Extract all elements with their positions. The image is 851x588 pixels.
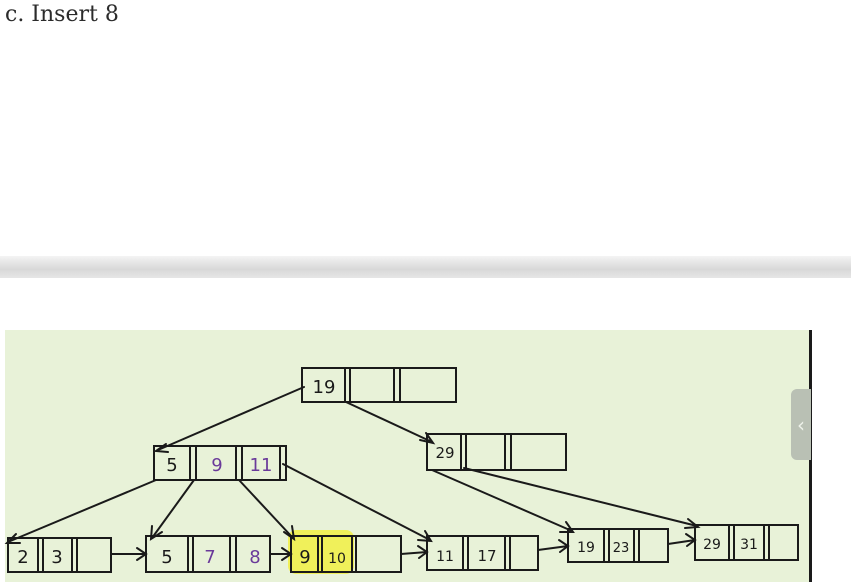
internal-key: 29 — [435, 444, 454, 462]
leaf-key: 31 — [740, 537, 758, 553]
leaf-key-new: 7 — [204, 547, 215, 568]
leaf-key: 29 — [703, 537, 721, 553]
leaf-key: 3 — [51, 547, 62, 568]
leaf-key: 5 — [161, 547, 172, 568]
tree-pointers — [4, 386, 701, 561]
section-heading: c. Insert 8 — [5, 2, 119, 27]
divider-bar — [0, 256, 851, 278]
leaf-key: 9 — [299, 547, 310, 568]
internal-key-new: 9 — [211, 455, 222, 476]
leaf-key: 17 — [477, 547, 496, 565]
leaf-key-new: 8 — [249, 547, 260, 568]
chevron-left-icon: ‹ — [797, 412, 805, 437]
right-internal-node — [426, 433, 567, 471]
internal-key: 5 — [166, 455, 177, 476]
leaf-node — [7, 537, 112, 573]
leaf-key: 10 — [328, 551, 346, 567]
whiteboard-canvas — [5, 330, 810, 582]
leaf-key: 19 — [577, 540, 595, 556]
leaf-key: 2 — [17, 547, 28, 568]
leaf-key: 23 — [613, 541, 630, 556]
leaf-node — [694, 524, 799, 561]
bplus-tree-diagram: 19 5 9 11 29 2 3 5 7 8 9 10 11 17 19 23 … — [4, 367, 799, 574]
internal-key-new: 11 — [250, 455, 273, 476]
root-node — [301, 367, 457, 403]
collapse-panel-tab[interactable]: ‹ — [791, 389, 811, 460]
leaf-key: 11 — [436, 549, 454, 565]
left-internal-node — [153, 445, 287, 481]
root-key: 19 — [313, 377, 336, 398]
